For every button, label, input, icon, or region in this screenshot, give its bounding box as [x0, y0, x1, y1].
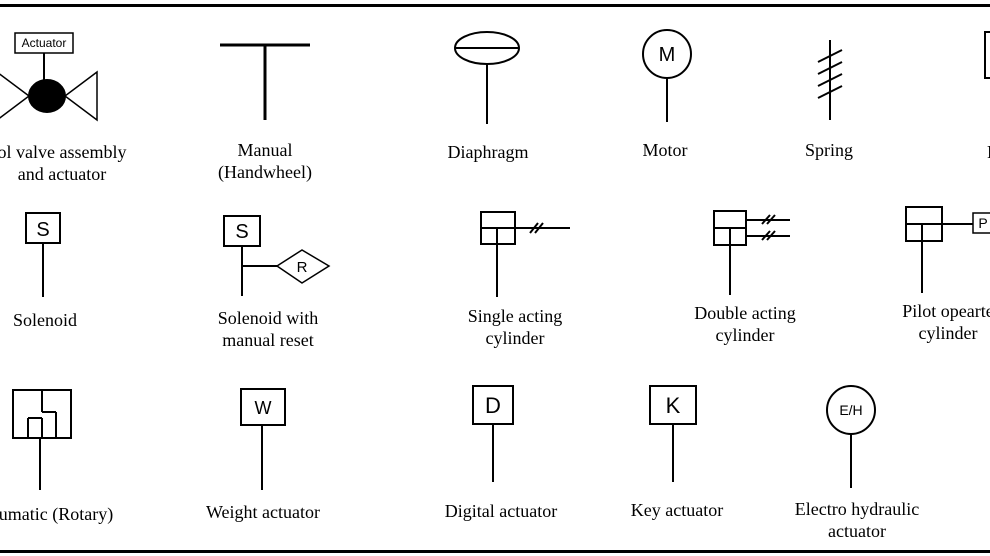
spring-caption-line-1: Spring — [804, 140, 854, 160]
key-caption-line-1: Key actuator — [630, 500, 724, 520]
manual-handwheel-symbol — [220, 43, 310, 120]
pilot-letter: P — [978, 215, 987, 231]
control-valve-caption: ol valve assembly and actuator — [0, 141, 126, 185]
pilot-operated-caption-line-1: Pilot opearte — [902, 301, 990, 321]
solenoid-symbol: S — [25, 212, 61, 297]
cut-off-caption: P — [987, 141, 990, 163]
double-acting-caption-line-2: cylinder — [715, 325, 775, 345]
motor-caption: Motor — [643, 139, 688, 161]
weight-caption-line-1: Weight actuator — [205, 502, 321, 522]
pilot-operated-caption-line-2: cylinder — [918, 323, 978, 343]
digital-caption-line-1: Digital actuator — [444, 501, 558, 521]
spring-caption: Spring — [805, 139, 853, 161]
key-actuator-symbol: K — [649, 385, 697, 482]
diaphragm-caption: Diaphragm — [448, 141, 529, 163]
single-acting-caption-line-2: cylinder — [485, 328, 545, 348]
pilot-operated-caption: Pilot opearte cylinder — [902, 300, 990, 344]
diaphragm-caption-line-1: Diaphragm — [447, 142, 529, 162]
diaphragm-symbol — [454, 31, 520, 124]
solenoid-caption: Solenoid — [13, 309, 77, 331]
solenoid-caption-line-1: Solenoid — [12, 310, 78, 330]
cut-off-caption-line-1: P — [987, 141, 990, 163]
solenoid-reset-caption-line-1: Solenoid with — [217, 308, 319, 328]
digital-actuator-symbol: D — [472, 385, 514, 482]
electro-hydraulic-symbol: E/H — [826, 385, 876, 488]
pilot-operated-cylinder-symbol: P — [905, 206, 990, 293]
reset-letter: R — [297, 259, 308, 276]
electro-hydraulic-letters: E/H — [839, 402, 862, 418]
single-acting-caption: Single acting cylinder — [468, 305, 562, 349]
weight-actuator-symbol: W — [240, 388, 286, 490]
control-valve-caption-line-1: ol valve assembly — [0, 142, 127, 162]
solenoid-reset-symbol: S R — [223, 215, 331, 296]
pneumatic-rotary-caption: umatic (Rotary) — [0, 503, 113, 525]
weight-letter: W — [255, 398, 272, 418]
double-acting-caption-line-1: Double acting — [694, 303, 796, 323]
solenoid-letter: S — [36, 219, 49, 241]
control-valve-symbol: Actuator — [0, 32, 98, 122]
top-border — [0, 4, 990, 7]
bottom-border — [0, 550, 990, 553]
solenoid-reset-caption: Solenoid with manual reset — [218, 307, 319, 351]
digital-letter: D — [485, 393, 501, 418]
digital-caption: Digital actuator — [445, 500, 557, 522]
double-acting-caption: Double acting cylinder — [694, 302, 795, 346]
electro-hydraulic-caption: Electro hydraulic actuator — [795, 498, 919, 542]
solenoid-reset-letter: S — [235, 221, 248, 243]
motor-caption-line-1: Motor — [642, 140, 688, 160]
pneumatic-rotary-symbol — [12, 389, 72, 490]
motor-letter: M — [659, 44, 676, 66]
actuator-box-label: Actuator — [22, 36, 67, 50]
manual-caption-line-1: Manual — [237, 140, 293, 160]
pneumatic-rotary-caption-line-1: umatic (Rotary) — [0, 504, 114, 524]
key-letter: K — [666, 393, 681, 418]
electro-hydraulic-caption-line-1: Electro hydraulic — [794, 499, 920, 519]
key-caption: Key actuator — [631, 499, 723, 521]
control-valve-caption-line-2: and actuator — [17, 164, 107, 184]
manual-caption-line-2: (Handwheel) — [218, 162, 312, 182]
single-acting-cylinder-symbol — [480, 211, 570, 297]
cut-off-symbol — [984, 31, 990, 79]
spring-symbol — [817, 40, 843, 120]
motor-symbol: M — [642, 29, 692, 122]
manual-caption: Manual (Handwheel) — [218, 139, 312, 183]
single-acting-caption-line-1: Single acting — [467, 306, 563, 326]
solenoid-reset-caption-line-2: manual reset — [222, 330, 314, 350]
weight-caption: Weight actuator — [206, 501, 320, 523]
electro-hydraulic-caption-line-2: actuator — [828, 521, 886, 541]
double-acting-cylinder-symbol — [713, 210, 790, 295]
